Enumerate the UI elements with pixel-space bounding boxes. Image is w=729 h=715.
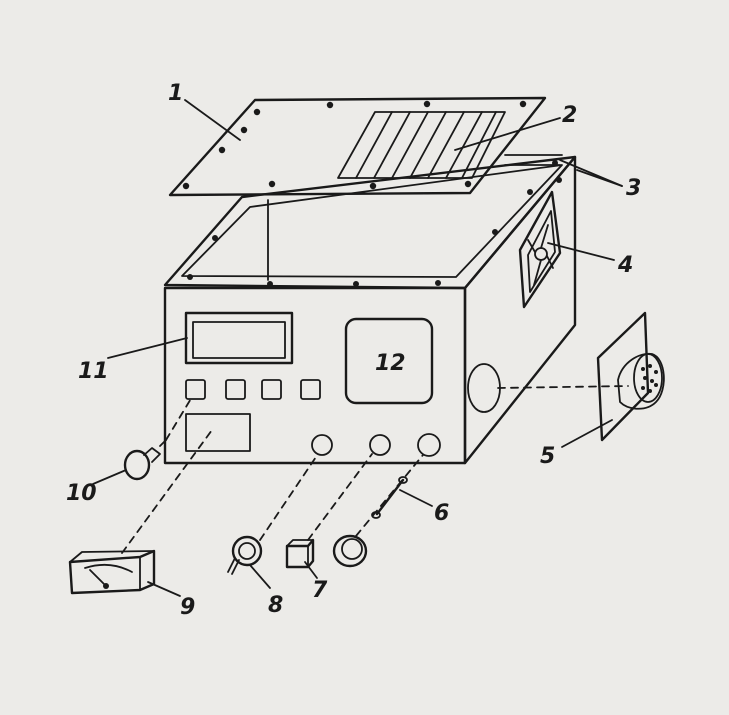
callout-4: 4: [617, 253, 633, 278]
switch-cap: [285, 538, 315, 569]
housing: [163, 155, 577, 465]
leader-lines: [92, 99, 623, 597]
top-cover-plate: [168, 96, 547, 197]
meter-guide: [121, 429, 213, 554]
callout-11: 11: [78, 359, 109, 384]
callout-8: 8: [268, 593, 283, 618]
fan: [518, 190, 562, 309]
ventilation-grille: [337, 111, 506, 179]
connector-guide: [497, 385, 629, 389]
callout-2: 2: [562, 103, 577, 128]
knob: [227, 535, 263, 575]
rails: [504, 154, 563, 166]
panel-window: [344, 317, 434, 405]
callout-7: 7: [312, 578, 328, 603]
meter-cutout: [185, 413, 251, 452]
knob-guide: [259, 453, 319, 541]
push-button: [123, 439, 167, 481]
callout-1: 1: [168, 81, 183, 106]
callout-12: 12: [375, 351, 406, 376]
callout-3: 3: [626, 176, 641, 201]
side-connector-hole: [467, 363, 501, 413]
fuse: [371, 476, 408, 519]
switch-guide: [307, 453, 373, 541]
button-guide: [165, 396, 193, 441]
fuse-guide: [355, 454, 424, 537]
fuse-holder-cap: [332, 534, 368, 568]
callout-10: 10: [66, 481, 97, 506]
callout-5: 5: [540, 444, 555, 469]
key-row: [185, 379, 321, 400]
knob-holes: [311, 433, 441, 457]
callout-labels: 1 2 3 4 5 6 7 8 9 10 11 12: [66, 81, 641, 620]
connector-plate: [596, 311, 665, 442]
callout-9: 9: [180, 595, 195, 620]
meter: [68, 549, 156, 595]
callout-6: 6: [434, 501, 449, 526]
display-window: [184, 311, 294, 365]
